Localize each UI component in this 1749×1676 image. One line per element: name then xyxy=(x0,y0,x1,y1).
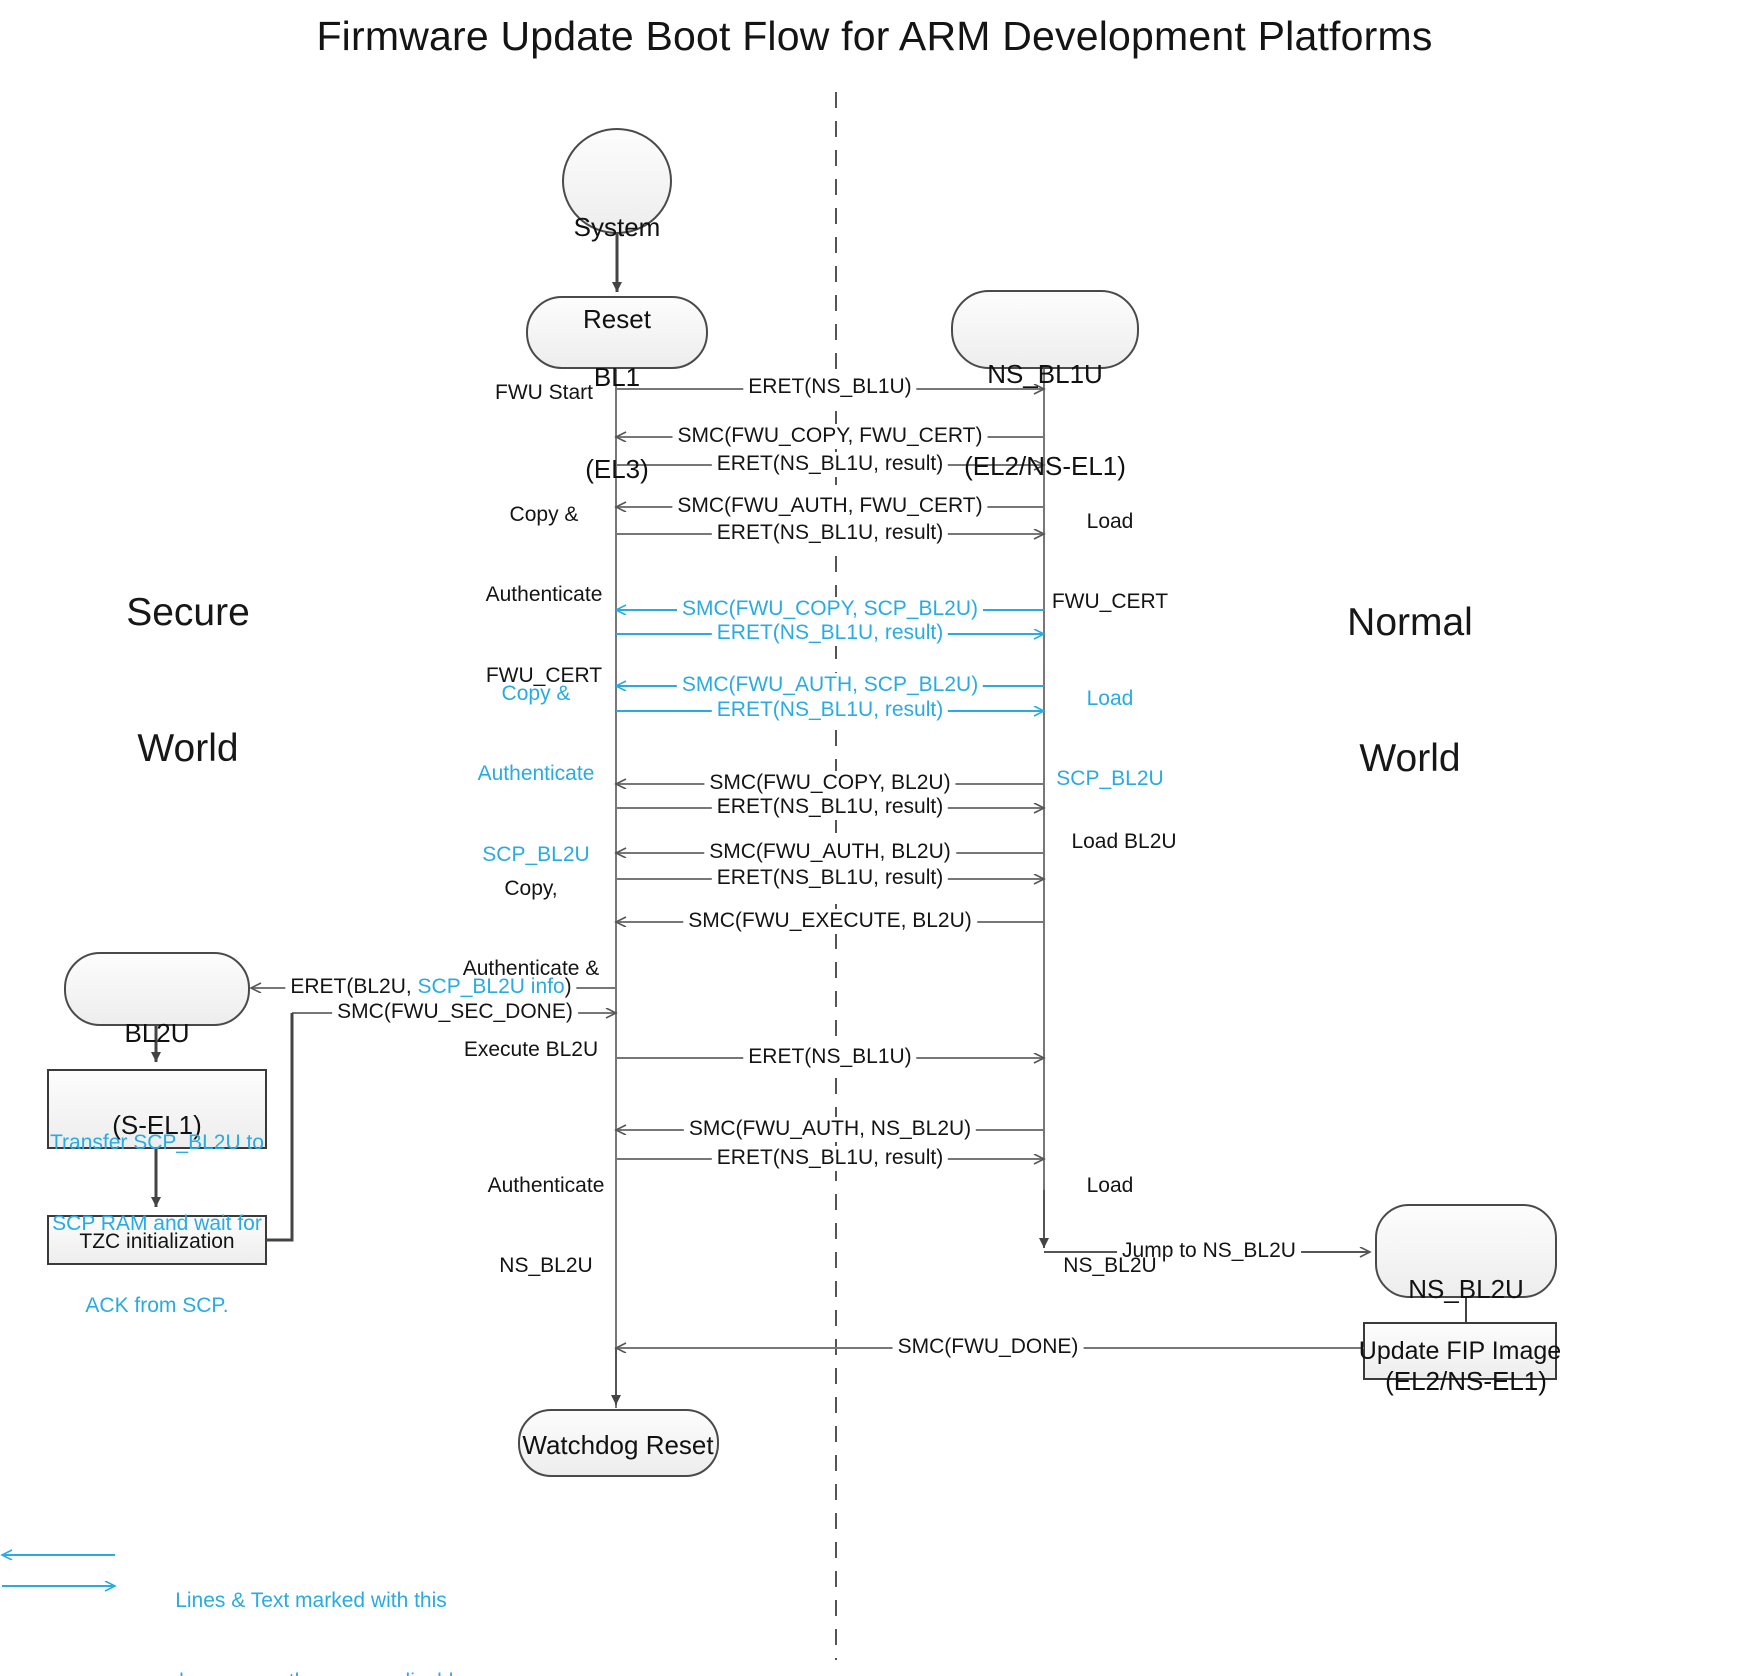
box-transfer-scp xyxy=(47,1069,267,1149)
node-ns-bl2u xyxy=(1375,1204,1557,1298)
node-bl2u xyxy=(64,952,250,1026)
node-bl1 xyxy=(526,296,708,369)
box-tzc-init xyxy=(47,1215,267,1265)
box-update-fip xyxy=(1363,1322,1557,1380)
node-system-reset xyxy=(562,128,672,234)
node-ns-bl1u xyxy=(951,290,1139,369)
node-watchdog-reset xyxy=(518,1409,719,1477)
